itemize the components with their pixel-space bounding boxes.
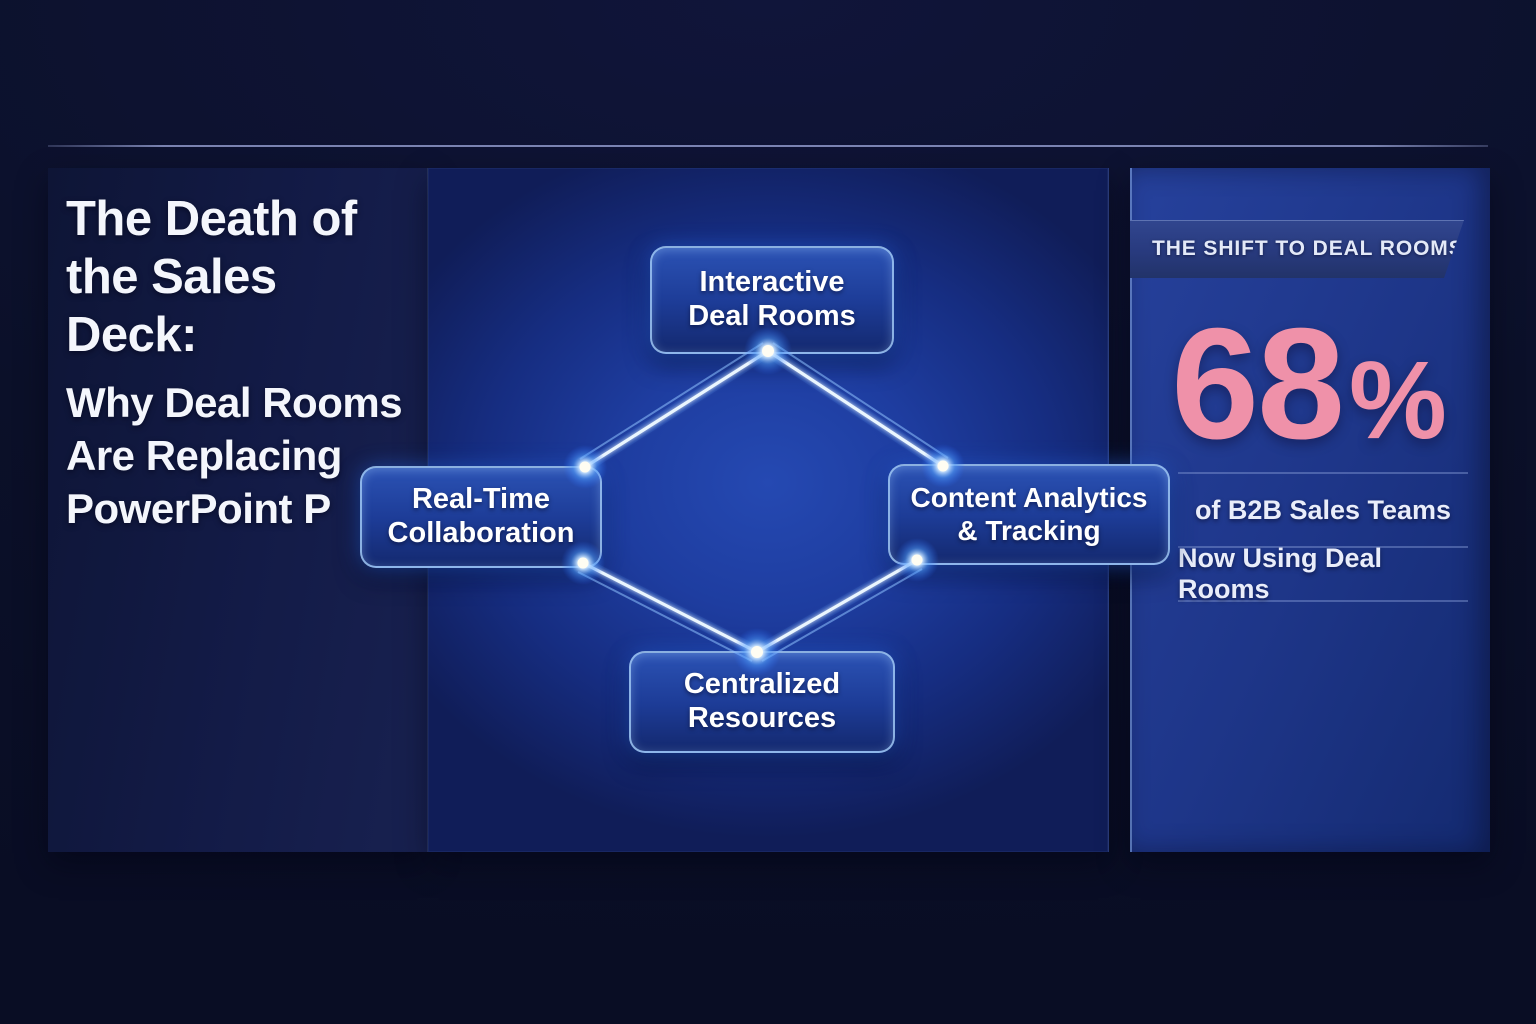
- page-subtitle: Why Deal Rooms Are Replacing PowerPoint …: [66, 376, 416, 535]
- stat-number: 68 %: [1130, 305, 1488, 465]
- node-real-time-collaboration: Real-Time Collaboration: [360, 466, 602, 568]
- node-label-line: & Tracking: [957, 514, 1101, 546]
- title-line-2: the Sales Deck:: [66, 250, 277, 362]
- stat-panel-header: THE SHIFT TO DEAL ROOMS: [1152, 237, 1464, 260]
- node-centralized-resources: Centralized Resources: [629, 651, 895, 753]
- node-label-line: Collaboration: [387, 517, 575, 549]
- stat-caption-1: of B2B Sales Teams: [1194, 494, 1452, 525]
- node-label-line: Content Analytics: [910, 482, 1148, 514]
- node-label-line: Centralized: [683, 668, 841, 701]
- node-label-line: Deal Rooms: [688, 300, 856, 332]
- top-divider-line: [48, 145, 1488, 147]
- node-label-line: Interactive: [699, 266, 845, 299]
- node-label-line: Resources: [687, 702, 837, 734]
- stat-divider: [1178, 546, 1468, 548]
- node-interactive-deal-rooms: Interactive Deal Rooms: [650, 246, 894, 354]
- node-label-line: Real-Time: [411, 483, 551, 516]
- stat-divider: [1178, 600, 1468, 602]
- subtitle-line-1: Why Deal Rooms: [66, 379, 403, 426]
- subtitle-line-2: Are Replacing: [66, 432, 342, 479]
- node-content-analytics-tracking: Content Analytics & Tracking: [888, 464, 1170, 565]
- stat-value: 68: [1171, 296, 1345, 472]
- page-title: The Death of the Sales Deck: Why Deal Ro…: [66, 190, 416, 535]
- subtitle-line-3: PowerPoint P: [66, 485, 331, 532]
- stat-unit: %: [1348, 339, 1447, 462]
- stat-panel-header-banner: THE SHIFT TO DEAL ROOMS: [1130, 220, 1464, 278]
- stat-panel: [1130, 168, 1490, 852]
- stat-captions: of B2B Sales Teams Now Using Deal Rooms: [1178, 472, 1468, 604]
- title-line-1: The Death of: [66, 192, 357, 246]
- stat-caption-2: Now Using Deal Rooms: [1178, 543, 1383, 604]
- stat-divider: [1178, 472, 1468, 474]
